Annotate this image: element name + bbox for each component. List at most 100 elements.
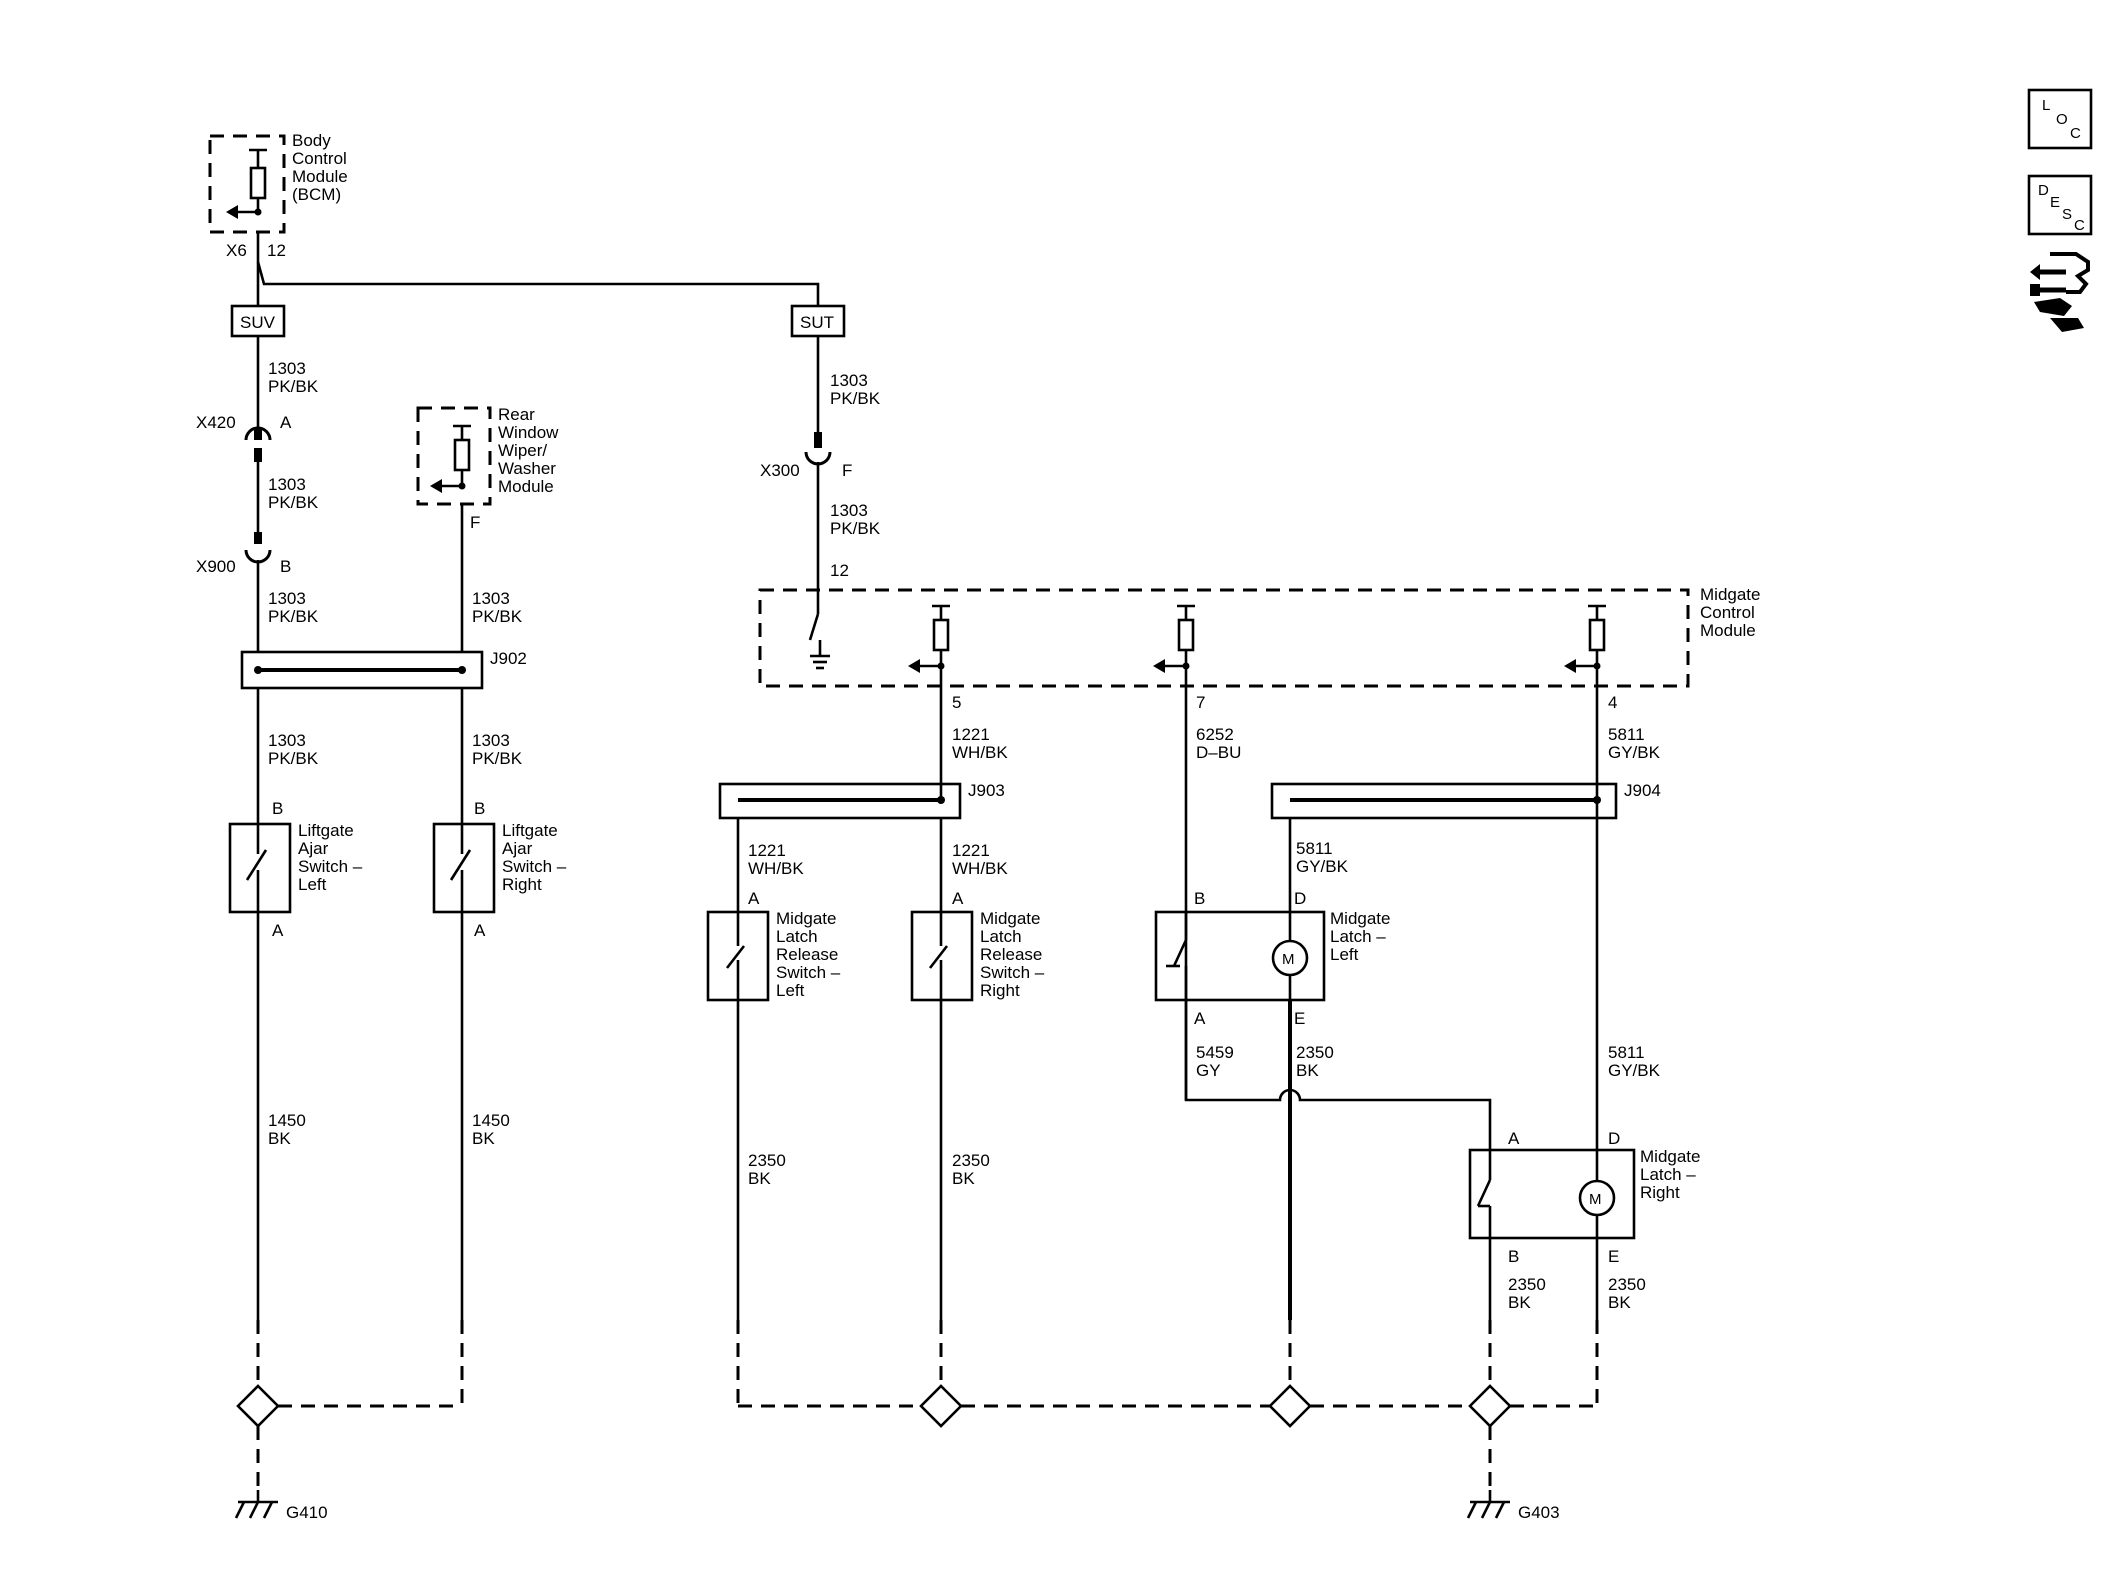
wire-label-num: 1303: [830, 501, 868, 520]
wire-label-color: WH/BK: [952, 859, 1008, 878]
mlrr-label-2: Latch: [980, 927, 1022, 946]
connector-x420: [244, 426, 272, 462]
mlrl-label-3: Release: [776, 945, 838, 964]
wire-label-color: PK/BK: [268, 377, 319, 396]
wire-label-num: 1303: [268, 589, 306, 608]
bcm-module[interactable]: [208, 134, 286, 234]
mll-label-3: Left: [1330, 945, 1359, 964]
wire-label-color: PK/BK: [268, 607, 319, 626]
g410-label: G410: [286, 1503, 328, 1522]
wire-label-color: PK/BK: [268, 749, 319, 768]
wire-label-num: 1221: [952, 725, 990, 744]
lajr-top-pin: B: [474, 799, 485, 818]
lajl-label-4: Left: [298, 875, 327, 894]
wire-label-color: PK/BK: [472, 749, 523, 768]
wire-label-num: 1303: [472, 589, 510, 608]
splice-pack-j902: [240, 650, 484, 690]
wire-label-color: PK/BK: [830, 389, 881, 408]
wire-label-num: 1303: [268, 731, 306, 750]
x300-pin-label: F: [842, 461, 852, 480]
lajr-bottom-pin: A: [474, 921, 486, 940]
lajl-label-3: Switch –: [298, 857, 363, 876]
connector-end-view-icon[interactable]: [2030, 252, 2090, 332]
option-suv-label: SUV: [240, 313, 276, 332]
x900-label: X900: [196, 557, 236, 576]
lajl-bottom-pin: A: [272, 921, 284, 940]
mll-pin-d: D: [1294, 889, 1306, 908]
x420-label: X420: [196, 413, 236, 432]
rww-label-2: Window: [498, 423, 559, 442]
wire-label-num: 1303: [268, 359, 306, 378]
mlrl-label-2: Latch: [776, 927, 818, 946]
midgate-latch-right[interactable]: [1468, 1148, 1636, 1240]
connector-x300: [804, 432, 832, 466]
mcm-label-1: Midgate: [1700, 585, 1760, 604]
mll-label-2: Latch –: [1330, 927, 1386, 946]
wire-label-num: 2350: [1608, 1275, 1646, 1294]
mlrl-label-5: Left: [776, 981, 805, 1000]
liftgate-ajar-switch-right[interactable]: [432, 822, 496, 914]
mlrr-label-4: Switch –: [980, 963, 1045, 982]
mcm-pin-7: 7: [1196, 693, 1205, 712]
mll-pin-e: E: [1294, 1009, 1305, 1028]
mlrr-label-1: Midgate: [980, 909, 1040, 928]
ground-node-left: [236, 1384, 280, 1428]
mcm-label-3: Module: [1700, 621, 1756, 640]
liftgate-ajar-switch-left[interactable]: [228, 822, 292, 914]
desc-letter-4: C: [2074, 217, 2085, 234]
mlr-pin-a: A: [1508, 1129, 1520, 1148]
mlr-pin-b: B: [1508, 1247, 1519, 1266]
lajr-label-1: Liftgate: [502, 821, 558, 840]
wire-label-color: PK/BK: [268, 493, 319, 512]
midgate-latch-release-switch-left[interactable]: [706, 910, 770, 1002]
wire-label-color: BK: [748, 1169, 771, 1188]
wire-label-num: 2350: [748, 1151, 786, 1170]
rww-label-3: Wiper/: [498, 441, 547, 460]
midgate-latch-left[interactable]: [1154, 910, 1326, 1002]
wire-label-num: 1303: [268, 475, 306, 494]
midgate-control-module[interactable]: [758, 588, 1690, 688]
mcm-label-2: Control: [1700, 603, 1755, 622]
j903-label: J903: [968, 781, 1005, 800]
wire-label-color: GY/BK: [1608, 1061, 1661, 1080]
loc-icon[interactable]: L O C: [2027, 88, 2093, 150]
splice-pack-j904: [1270, 782, 1618, 820]
mlrl-label-4: Switch –: [776, 963, 841, 982]
bcm-label-4: (BCM): [292, 185, 341, 204]
j904-label: J904: [1624, 781, 1661, 800]
wire-label-color: BK: [1508, 1293, 1531, 1312]
desc-letter-1: D: [2038, 182, 2049, 199]
wire-label-num: 1303: [830, 371, 868, 390]
ground-node-3: [1468, 1384, 1512, 1428]
wire-label-color: WH/BK: [748, 859, 804, 878]
desc-icon[interactable]: D E S C: [2027, 174, 2093, 236]
splice-pack-j903: [718, 782, 962, 820]
rww-label-1: Rear: [498, 405, 535, 424]
j902-label: J902: [490, 649, 527, 668]
desc-letter-2: E: [2050, 194, 2060, 211]
lajl-label-2: Ajar: [298, 839, 329, 858]
ground-node-2: [1268, 1384, 1312, 1428]
connector-x900: [244, 532, 272, 564]
ground-g410-icon: [234, 1490, 278, 1519]
mll-pin-b: B: [1194, 889, 1205, 908]
wire-label-num: 1450: [472, 1111, 510, 1130]
wire-label-color: BK: [472, 1129, 495, 1148]
mll-pin-a: A: [1194, 1009, 1206, 1028]
bcm-label-3: Module: [292, 167, 348, 186]
mcm-input-pin: 12: [830, 561, 849, 580]
loc-letter-3: C: [2070, 125, 2081, 142]
loc-letter-2: O: [2056, 111, 2068, 128]
rear-wiper-washer-module[interactable]: [416, 406, 492, 506]
mlr-label-2: Latch –: [1640, 1165, 1696, 1184]
wire-label-num: 5811: [1608, 725, 1645, 744]
x300-label: X300: [760, 461, 800, 480]
wire-label-color: GY: [1196, 1061, 1221, 1080]
mlrl-label-1: Midgate: [776, 909, 836, 928]
wire-label-color: GY/BK: [1608, 743, 1661, 762]
midgate-latch-release-switch-right[interactable]: [910, 910, 974, 1002]
lajr-label-4: Right: [502, 875, 542, 894]
rww-pin-label: F: [470, 513, 480, 532]
wire-label-color: BK: [268, 1129, 291, 1148]
lajr-label-2: Ajar: [502, 839, 533, 858]
